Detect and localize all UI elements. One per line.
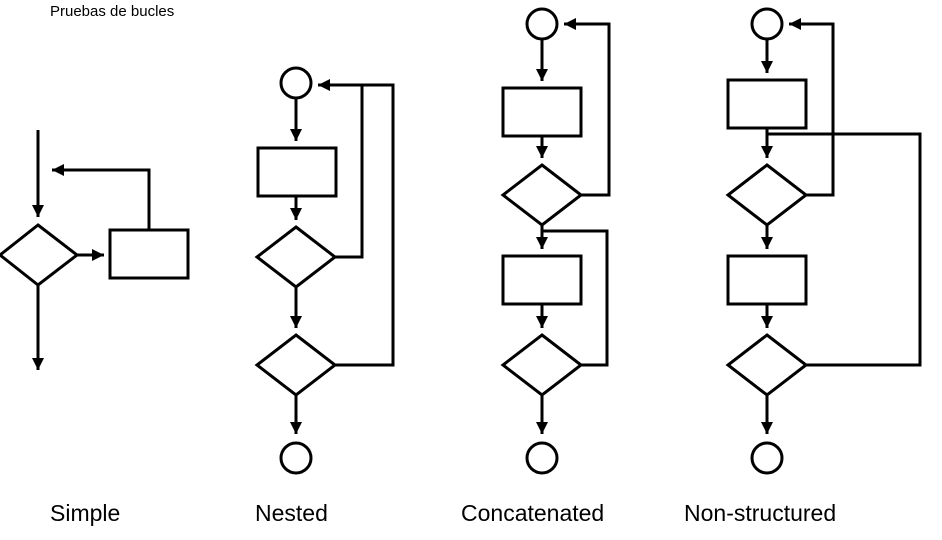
non-structured-end-node <box>750 441 784 475</box>
concatenated-process-box-2 <box>501 254 583 306</box>
concatenated-loop1-back-flow <box>564 18 611 197</box>
non-structured-process-box-2 <box>726 254 808 306</box>
non-structured-decision-diamond-2 <box>725 333 809 397</box>
caption-simple: Simple <box>50 500 121 526</box>
nested-inner-loop-back-flow <box>318 79 364 259</box>
simple-process-box <box>108 228 190 280</box>
nested-start-node <box>279 66 313 100</box>
nested-process-box <box>256 146 338 198</box>
non-structured-loop1-back-flow <box>789 18 835 197</box>
concatenated-process-box-1 <box>501 86 583 138</box>
non-structured-start-node <box>750 7 784 41</box>
concatenated-start-node <box>525 7 559 41</box>
caption-non-structured: Non-structured <box>684 500 837 526</box>
concatenated-end-node <box>525 441 559 475</box>
nested-loops-diagram <box>254 66 395 475</box>
concatenated-decision-diamond-1 <box>500 163 584 227</box>
non-structured-process-box-1 <box>726 78 808 130</box>
nested-outer-loop-back-flow <box>335 83 395 367</box>
caption-nested: Nested <box>255 500 328 526</box>
simple-loop-back-flow <box>52 164 151 230</box>
page-title: Pruebas de bucles <box>50 3 175 20</box>
non-structured-loops-diagram <box>725 7 922 475</box>
non-structured-decision-diamond-1 <box>725 163 809 227</box>
nested-end-node <box>279 441 313 475</box>
concatenated-loop2-back-flow <box>542 229 609 367</box>
concatenated-decision-diamond-2 <box>500 333 584 397</box>
non-structured-cross-loop-back-flow <box>767 132 922 367</box>
simple-loop-diagram <box>0 130 190 370</box>
caption-concatenated: Concatenated <box>461 500 605 526</box>
simple-decision-diamond <box>0 223 80 287</box>
nested-outer-decision-diamond <box>254 333 338 397</box>
concatenated-loops-diagram <box>500 7 611 475</box>
nested-inner-decision-diamond <box>254 225 338 289</box>
